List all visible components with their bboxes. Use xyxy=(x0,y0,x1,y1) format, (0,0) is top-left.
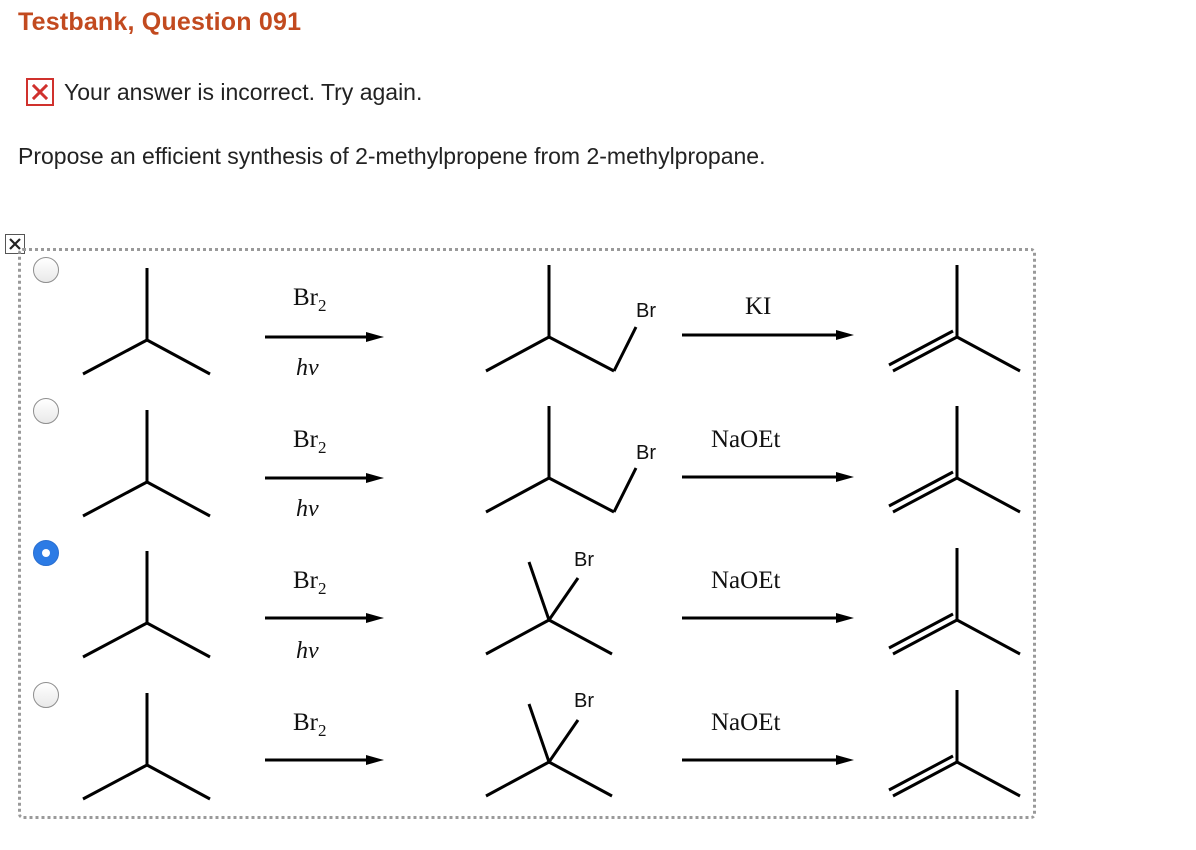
question-title: Testbank, Question 091 xyxy=(18,8,302,36)
option-3-scheme: Br2 hv Br NaOEt xyxy=(81,546,1022,664)
option-2-radio[interactable] xyxy=(33,398,59,424)
option-2-scheme: Br2 hv Br NaOEt xyxy=(81,404,1022,522)
option-1-reagent1: Br2 xyxy=(293,284,327,315)
answer-choices xyxy=(18,248,1036,819)
question-prompt: Propose an efficient synthesis of 2-meth… xyxy=(18,143,766,169)
option-4-radio[interactable] xyxy=(33,682,59,708)
option-2-product-label: Br xyxy=(636,442,656,464)
option-4-reagent2: NaOEt xyxy=(711,709,780,736)
incorrect-x-icon xyxy=(26,78,54,106)
option-1-radio[interactable] xyxy=(33,257,59,283)
feedback-message: Your answer is incorrect. Try again. xyxy=(26,76,422,108)
option-3-reagent2: NaOEt xyxy=(711,567,780,594)
feedback-text: Your answer is incorrect. Try again. xyxy=(64,78,423,105)
option-3-product-label: Br xyxy=(574,549,594,571)
option-1-product-label: Br xyxy=(636,300,656,322)
option-1-condition1: hv xyxy=(296,355,319,381)
option-4-reagent1: Br2 xyxy=(293,709,327,740)
option-4-scheme: Br2 Br NaOEt xyxy=(81,688,1022,801)
option-3-condition1: hv xyxy=(296,638,319,664)
option-2-reagent2: NaOEt xyxy=(711,426,780,453)
option-4-product-label: Br xyxy=(574,690,594,712)
option-2-condition1: hv xyxy=(296,496,319,522)
option-3-radio[interactable] xyxy=(33,540,59,566)
option-2-reagent1: Br2 xyxy=(293,426,327,457)
option-1-reagent2: KI xyxy=(745,293,771,320)
option-1-scheme: Br2 hv Br KI xyxy=(81,263,1022,381)
option-3-reagent1: Br2 xyxy=(293,567,327,598)
